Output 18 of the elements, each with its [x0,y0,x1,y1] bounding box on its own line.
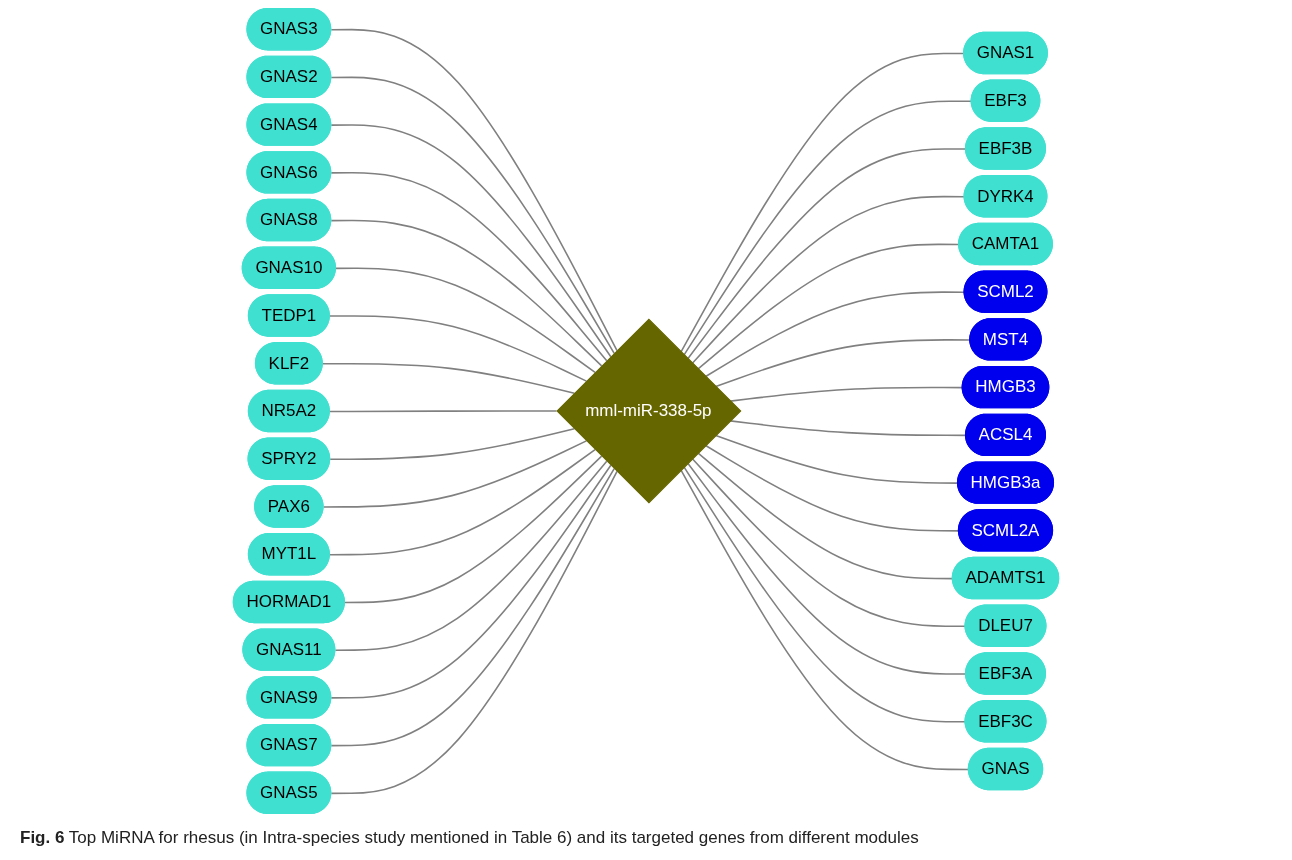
connector [344,455,603,604]
connector [330,464,612,699]
connector [322,362,576,394]
connector [330,470,618,795]
node-diamond: mml-miR-338-5p [556,318,742,504]
connector [329,315,588,382]
connector [334,460,608,651]
connector [330,219,603,367]
figure-caption: Fig. 6 Top MiRNA for rhesus (in Intra-species study mentioned in Table 6) and its targeted genes from different modules [20,828,919,848]
connector [329,410,558,413]
connector [330,28,618,352]
connector [330,172,608,362]
connector [329,448,596,556]
connector [330,124,612,358]
connector [329,428,576,461]
connector [330,467,615,747]
connector [330,76,615,355]
connector [335,267,596,374]
